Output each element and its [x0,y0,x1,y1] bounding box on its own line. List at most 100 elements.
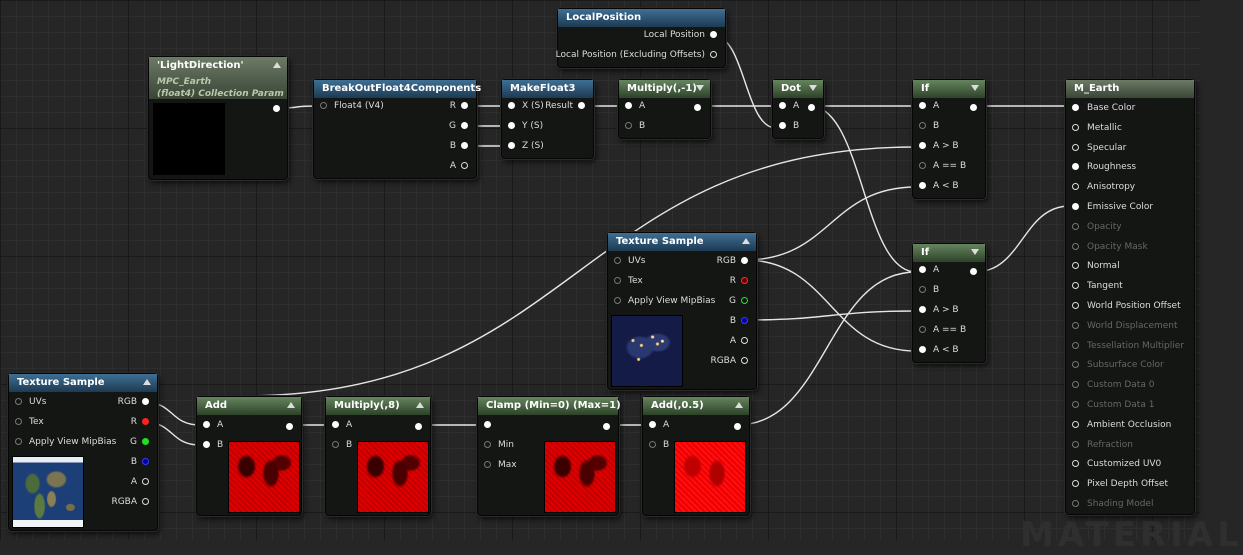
collapse-icon[interactable] [273,62,281,68]
material-input-world-displacement[interactable]: World Displacement [1072,316,1178,336]
input-pin[interactable] [614,257,621,264]
material-input-pixel-depth-offset[interactable]: Pixel Depth Offset [1072,474,1168,494]
output-pin[interactable] [710,31,717,38]
input-pin[interactable] [15,418,22,425]
output-pin[interactable] [461,102,468,109]
input-pin[interactable] [625,122,632,129]
node-header[interactable]: Clamp (Min=0) (Max=1) [478,397,621,415]
collapse-icon[interactable] [287,402,295,408]
node-header[interactable]: Multiply(,8) [326,397,430,415]
input-pin[interactable] [919,346,926,353]
collapse-icon[interactable] [143,379,151,385]
output-pin[interactable] [603,423,610,430]
material-input-ambient-occlusion[interactable]: Ambient Occlusion [1072,415,1171,435]
input-pin[interactable] [1072,222,1079,230]
collapse-icon[interactable] [735,402,743,408]
input-pin[interactable] [625,102,632,109]
input-pin[interactable] [1072,123,1079,131]
input-pin[interactable] [332,441,339,448]
input-pin[interactable] [779,102,786,109]
input-pin[interactable] [649,441,656,448]
node-if-bottom[interactable]: If A B A > B A == B A < B [912,243,986,363]
output-pin[interactable] [741,357,748,364]
input-pin[interactable] [1072,500,1079,507]
node-if-top[interactable]: If A B A > B A == B A < B [912,79,986,199]
output-pin[interactable] [273,105,280,112]
material-input-shading-model[interactable]: Shading Model [1072,494,1153,514]
output-pin[interactable] [142,398,149,405]
input-pin[interactable] [1072,401,1079,408]
node-header[interactable]: 'LightDirection' MPC_Earth (float4) Coll… [149,57,287,99]
output-pin[interactable] [741,337,748,344]
output-pin[interactable] [142,438,149,445]
node-texture-sample-night[interactable]: Texture Sample UVs Tex Apply View MipBia… [607,232,757,390]
output-pin[interactable] [710,51,717,58]
input-pin[interactable] [203,441,210,448]
material-input-metallic[interactable]: Metallic [1072,118,1122,138]
input-pin[interactable] [1072,302,1079,309]
material-input-refraction[interactable]: Refraction [1072,435,1133,455]
input-pin[interactable] [1072,104,1079,111]
output-pin[interactable] [970,104,977,111]
output-pin[interactable] [286,423,293,430]
input-pin[interactable] [919,286,926,293]
input-pin[interactable] [1072,143,1079,151]
input-pin[interactable] [779,122,786,129]
node-header[interactable]: Add(,0.5) [643,397,749,415]
input-pin[interactable] [919,326,926,333]
input-pin[interactable] [1072,262,1079,270]
input-pin[interactable] [614,277,621,284]
input-pin[interactable] [919,102,926,109]
material-input-emissive-color[interactable]: Emissive Color [1072,197,1153,217]
input-pin[interactable] [614,297,621,304]
output-pin[interactable] [415,423,422,430]
input-pin[interactable] [919,142,926,149]
input-pin[interactable] [15,438,22,445]
material-input-tessellation-multiplier[interactable]: Tessellation Multiplier [1072,336,1184,356]
output-pin[interactable] [741,257,748,264]
input-pin[interactable] [1072,381,1079,389]
node-add-05[interactable]: Add(,0.5) A B [642,396,750,516]
output-pin[interactable] [461,162,468,169]
input-pin[interactable] [320,102,327,109]
node-header[interactable]: Texture Sample [608,233,756,251]
input-pin[interactable] [1072,183,1079,191]
node-header[interactable]: Texture Sample [9,374,157,392]
input-pin[interactable] [919,306,926,313]
output-pin[interactable] [142,498,149,505]
input-pin[interactable] [508,142,515,149]
input-pin[interactable] [919,162,926,169]
node-header[interactable]: Multiply(,-1) [619,80,710,98]
material-input-opacity[interactable]: Opacity [1072,217,1122,237]
input-pin[interactable] [508,122,515,129]
node-dot-product[interactable]: Dot A B [772,79,824,139]
input-pin[interactable] [649,421,656,428]
material-input-base-color[interactable]: Base Color [1072,98,1135,118]
material-input-custom-data-0[interactable]: Custom Data 0 [1072,375,1154,395]
material-input-subsurface-color[interactable]: Subsurface Color [1072,355,1164,375]
input-pin[interactable] [1072,420,1079,428]
input-pin[interactable] [1072,321,1079,329]
output-pin[interactable] [578,102,585,109]
node-make-float3[interactable]: MakeFloat3 X (S) Result Y (S) Z (S) [501,79,594,159]
material-input-customized-uv0[interactable]: Customized UV0 [1072,454,1161,474]
node-breakout-float4[interactable]: BreakOutFloat4Components Float4 (V4) R G… [313,79,481,179]
input-pin[interactable] [484,421,491,428]
collapse-icon[interactable] [416,402,424,408]
node-header[interactable]: MakeFloat3 [502,80,593,98]
input-pin[interactable] [15,398,22,405]
input-pin[interactable] [1072,282,1079,290]
output-pin[interactable] [741,277,748,284]
node-add[interactable]: Add A B [196,396,302,516]
input-pin[interactable] [203,421,210,428]
node-header[interactable]: If [913,80,985,98]
input-pin[interactable] [1072,163,1079,171]
input-pin[interactable] [919,266,926,273]
input-pin[interactable] [484,461,491,468]
output-pin[interactable] [461,122,468,129]
material-input-tangent[interactable]: Tangent [1072,276,1123,296]
material-input-world-position-offset[interactable]: World Position Offset [1072,296,1181,316]
input-pin[interactable] [1072,361,1079,369]
output-pin[interactable] [741,317,748,324]
